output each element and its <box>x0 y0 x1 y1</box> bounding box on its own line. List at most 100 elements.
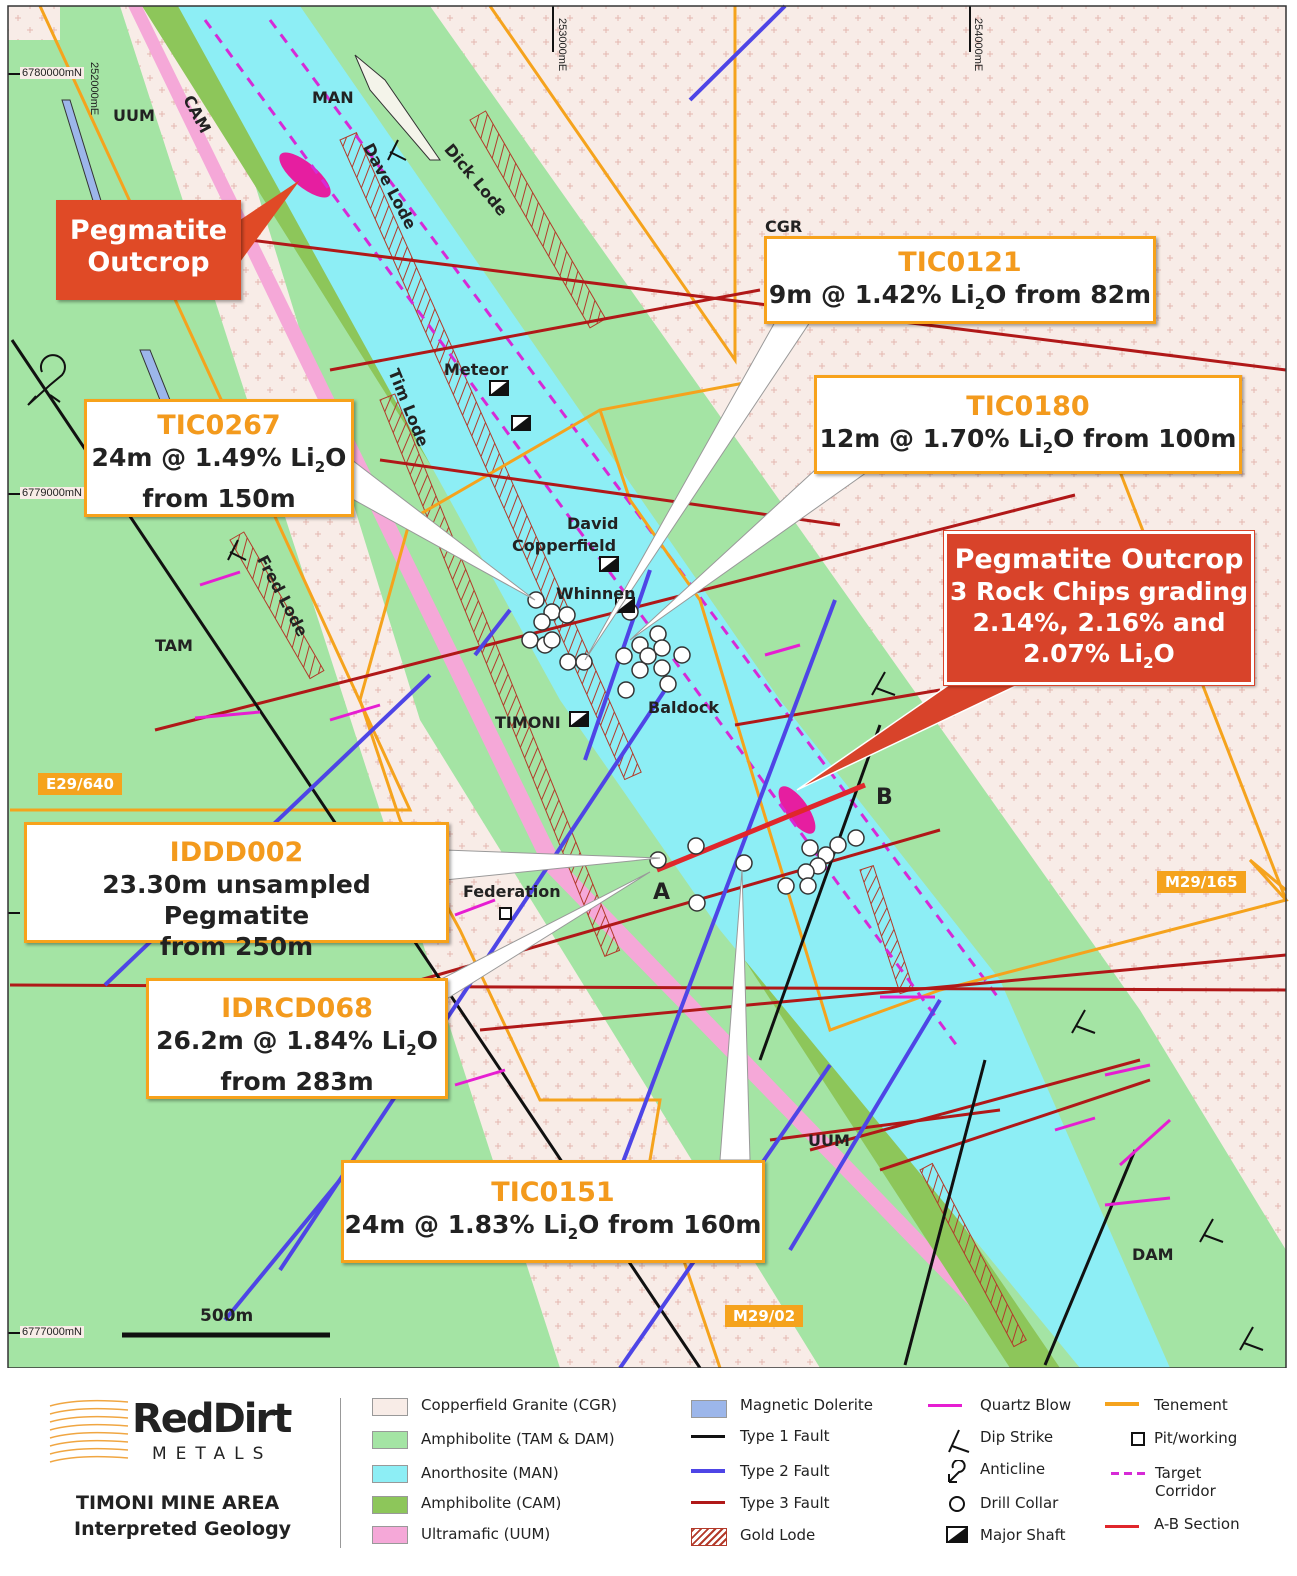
anticline-icon <box>948 1460 966 1483</box>
label-point-a: A <box>653 880 671 905</box>
label-dam: DAM <box>1132 1245 1174 1264</box>
swatch-type2-fault <box>691 1469 725 1473</box>
swatch-amphibolite-cam <box>372 1496 408 1514</box>
callout-line: 23.30m unsampled Pegmatite <box>102 870 371 930</box>
callout-text: O <box>416 1026 438 1055</box>
callout-idrcd068: IDRCD068 26.2m @ 1.84% Li2O from 283m <box>146 978 448 1099</box>
callout-text: 12m @ 1.70% Li <box>819 424 1043 453</box>
legend-item: Copperfield Granite (CGR) <box>421 1396 617 1414</box>
swatch-quartz-blow <box>928 1404 962 1407</box>
legend-panel: RedDirt METALS TIMONI MINE AREA Interpre… <box>10 1368 1287 1568</box>
callout-line: Outcrop <box>87 247 210 278</box>
target-corridor <box>203 19 1002 1051</box>
pegmatite-outcrop-north <box>279 152 331 198</box>
label-uum: UUM <box>113 106 155 125</box>
callout-line: Pegmatite <box>69 215 228 246</box>
callout-text: O from 100m <box>1053 424 1237 453</box>
callout-pointers <box>316 321 872 1161</box>
legend-item: Anorthosite (MAN) <box>421 1464 559 1482</box>
swatch-dolerite <box>691 1400 727 1418</box>
major-shaft-icon <box>946 1526 968 1543</box>
legend-item: Gold Lode <box>740 1526 816 1544</box>
granite-sliver <box>8 6 60 40</box>
brand-subtitle: METALS <box>152 1444 273 1464</box>
legend-item: Magnetic Dolerite <box>740 1396 874 1414</box>
callout-title: TIC0267 <box>157 410 281 441</box>
callout-result: 12m @ 1.70% Li2O from 100m <box>817 423 1239 464</box>
swatch-ab-section <box>1105 1525 1139 1528</box>
map-title: TIMONI MINE AREA <box>76 1492 280 1514</box>
legend-item: Amphibolite (TAM & DAM) <box>421 1430 615 1448</box>
scale-bar-label: 500m <box>200 1306 254 1326</box>
legend-item: Pit/working <box>1154 1429 1238 1447</box>
callout-text: 2.07% Li <box>1023 639 1144 668</box>
swatch-gold-lode <box>691 1528 727 1546</box>
callout-text: O from 160m <box>578 1210 762 1239</box>
pit-working-icon <box>1131 1432 1145 1446</box>
label-copperfield: Copperfield <box>512 536 617 555</box>
legend-item: Target <box>1155 1464 1202 1482</box>
callout-result: 2.07% Li2O <box>947 638 1251 679</box>
callout-title: IDRCD068 <box>221 993 373 1024</box>
label-whinnen: Whinnen <box>556 584 636 603</box>
tenement-boundaries <box>10 5 1289 1368</box>
drill-collar-icon <box>949 1496 965 1512</box>
legend-item: Ultramafic (UUM) <box>421 1525 551 1543</box>
label-uum-south: UUM <box>808 1131 850 1150</box>
pegmatite-outcrop-south <box>778 786 816 834</box>
label-baldock: Baldock <box>648 698 720 717</box>
legend-item: Major Shaft <box>980 1526 1066 1544</box>
geology-map <box>7 4 1289 1368</box>
legend-item: A-B Section <box>1154 1515 1240 1533</box>
label-meteor: Meteor <box>444 360 509 379</box>
label-timoni: TIMONI <box>495 713 561 732</box>
legend-item: Anticline <box>980 1460 1046 1478</box>
northing-label: 6777000mN <box>20 1326 84 1338</box>
label-cgr: CGR <box>765 217 803 236</box>
callout-result: 24m @ 1.49% Li2O <box>87 442 351 483</box>
callout-subscript: 2 <box>406 1041 417 1059</box>
swatch-amphibolite-tam-dam <box>372 1431 408 1449</box>
northing-label: 6780000mN <box>20 67 84 79</box>
pit-outline <box>354 54 441 161</box>
callout-tic0121: TIC0121 9m @ 1.42% Li2O from 82m <box>764 236 1156 324</box>
swatch-granite <box>372 1398 408 1416</box>
callout-text: O <box>325 443 347 472</box>
label-david: David <box>567 514 619 533</box>
tenement-tag-m29-165: M29/165 <box>1157 871 1246 893</box>
callout-text: O from 82m <box>985 280 1152 309</box>
grid-ticks <box>8 6 971 1334</box>
quartz-blows <box>194 570 1172 1207</box>
callout-pointer-red <box>240 180 300 262</box>
label-man: MAN <box>312 88 354 107</box>
tenement-tag-e29-640: E29/640 <box>38 773 122 795</box>
label-tam: TAM <box>155 636 193 655</box>
legend-item: Quartz Blow <box>980 1396 1072 1414</box>
ab-section-line <box>656 782 866 873</box>
legend-item: Corridor <box>1155 1482 1216 1500</box>
callout-pegmatite-rock-chips: Pegmatite Outcrop 3 Rock Chips grading 2… <box>943 530 1255 686</box>
callout-line: 2.14%, 2.16% and <box>972 608 1226 637</box>
map-subtitle: Interpreted Geology <box>74 1518 292 1540</box>
legend-item: Amphibolite (CAM) <box>421 1494 562 1512</box>
brand-name: RedDirt <box>132 1396 292 1442</box>
swatch-anorthosite <box>372 1465 408 1483</box>
callout-iddd002: IDDD002 23.30m unsampled Pegmatite from … <box>24 822 449 961</box>
callout-title: TIC0180 <box>966 391 1090 422</box>
callout-tic0151: TIC0151 24m @ 1.83% Li2O from 160m <box>341 1160 765 1263</box>
swatch-ultramafic <box>372 1526 408 1544</box>
label-point-b: B <box>876 785 893 810</box>
callout-text: 9m @ 1.42% Li <box>768 280 975 309</box>
callout-depth: from 250m <box>159 932 314 961</box>
swatch-tenement <box>1105 1402 1139 1406</box>
callout-tic0180: TIC0180 12m @ 1.70% Li2O from 100m <box>814 375 1242 474</box>
callout-title: TIC0121 <box>898 247 1022 278</box>
callout-text: 26.2m @ 1.84% Li <box>156 1026 407 1055</box>
callout-subscript: 2 <box>974 295 986 313</box>
callout-subscript: 2 <box>1143 654 1154 672</box>
legend-item: Dip Strike <box>980 1428 1054 1446</box>
legend-item: Type 1 Fault <box>740 1427 830 1445</box>
callout-title: Pegmatite Outcrop <box>954 544 1244 575</box>
easting-label: 254000mE <box>972 18 984 72</box>
